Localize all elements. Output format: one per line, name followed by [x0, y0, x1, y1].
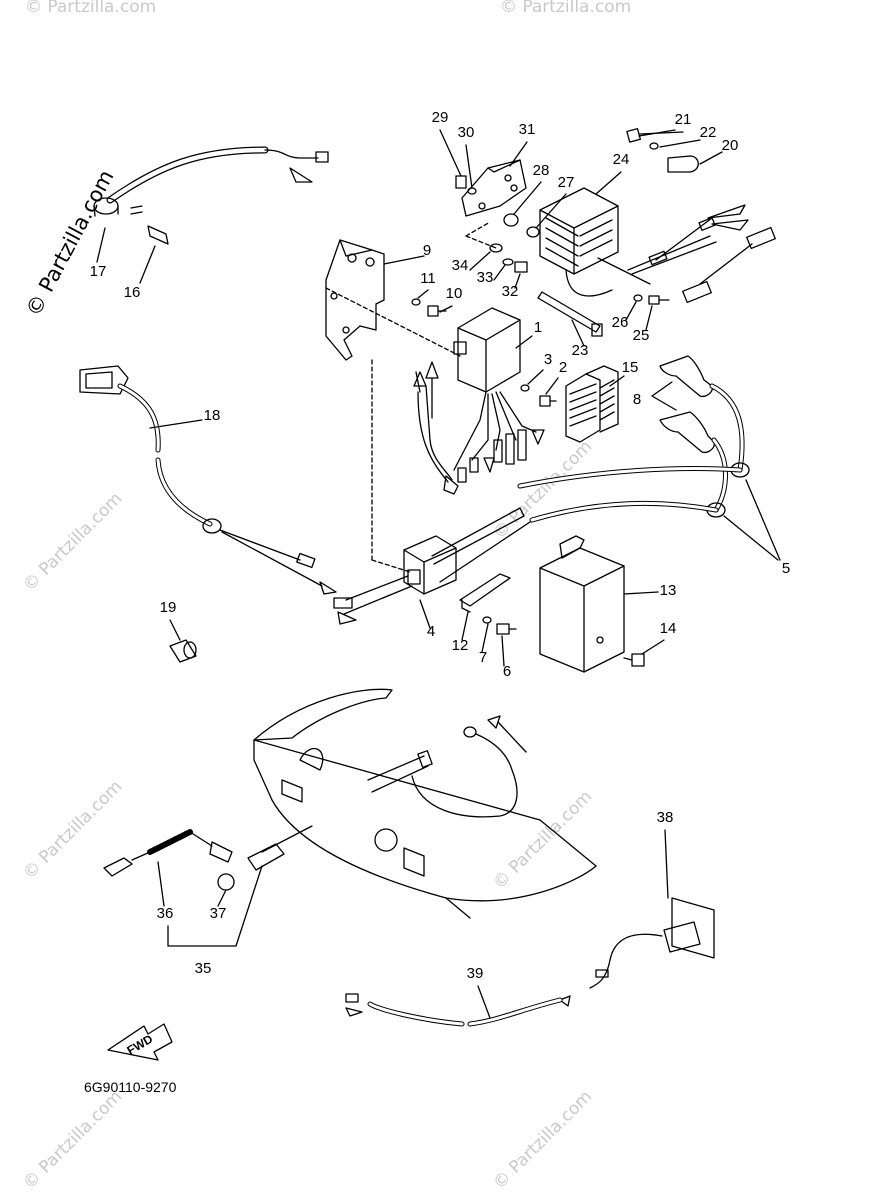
part-number-label: 8 [633, 391, 641, 408]
watermark: © Partzilla.com [25, 0, 156, 17]
watermark: © Partzilla.com [19, 489, 126, 596]
part-drawings [79, 127, 781, 1061]
part-number-label: 32 [502, 283, 519, 300]
part-number-label: 39 [467, 965, 484, 982]
part-number-label: 21 [675, 111, 692, 128]
part-number-label: 1 [534, 319, 542, 336]
part-number-label: 10 [446, 285, 463, 302]
part-number-label: 18 [204, 407, 221, 424]
watermark: © Partzilla.com [19, 777, 126, 884]
part-number-label: 24 [613, 151, 630, 168]
part-number-label: 17 [90, 263, 107, 280]
part-number-label: 37 [210, 905, 227, 922]
brand-text: © Partzilla.com [21, 166, 118, 320]
part-number-label: 9 [423, 242, 431, 259]
part-number-label: 22 [700, 124, 717, 141]
part-number-label: 11 [420, 270, 436, 287]
part-number-label: 33 [477, 269, 494, 286]
part-number-label: 2 [559, 359, 567, 376]
part-number-label: 27 [558, 174, 575, 191]
part-number-label: 35 [195, 960, 212, 977]
part-number-label: 16 [124, 284, 141, 301]
part-number-label: 36 [157, 905, 174, 922]
part-number-label: 20 [722, 137, 739, 154]
part-number-label: 15 [622, 359, 639, 376]
part-number-label: 5 [782, 560, 790, 577]
part-number-label: 14 [660, 620, 677, 637]
part-number-label: 28 [533, 162, 550, 179]
part-number-label: 12 [452, 637, 469, 654]
diagram-code: 6G90110-9270 [84, 1079, 177, 1095]
part-number-label: 19 [160, 599, 177, 616]
part-number-label: 4 [427, 623, 435, 640]
watermark: © Partzilla.com [489, 1087, 596, 1194]
part-number-label: 26 [612, 314, 629, 331]
part-number-label: 38 [657, 809, 674, 826]
part-number-label: 25 [633, 327, 650, 344]
watermark: © Partzilla.com [19, 1087, 126, 1194]
part-number-label: 13 [660, 582, 677, 599]
part-number-label: 3 [544, 351, 552, 368]
part-number-label: 31 [519, 121, 536, 138]
watermark: © Partzilla.com [500, 0, 631, 17]
part-number-label: 34 [452, 257, 469, 274]
part-number-label: 23 [572, 342, 589, 359]
part-number-label: 6 [503, 663, 511, 680]
part-number-label: 29 [432, 109, 449, 126]
part-number-label: 7 [479, 649, 487, 666]
part-number-label: 30 [458, 124, 475, 141]
watermark: © Partzilla.com [489, 787, 596, 894]
